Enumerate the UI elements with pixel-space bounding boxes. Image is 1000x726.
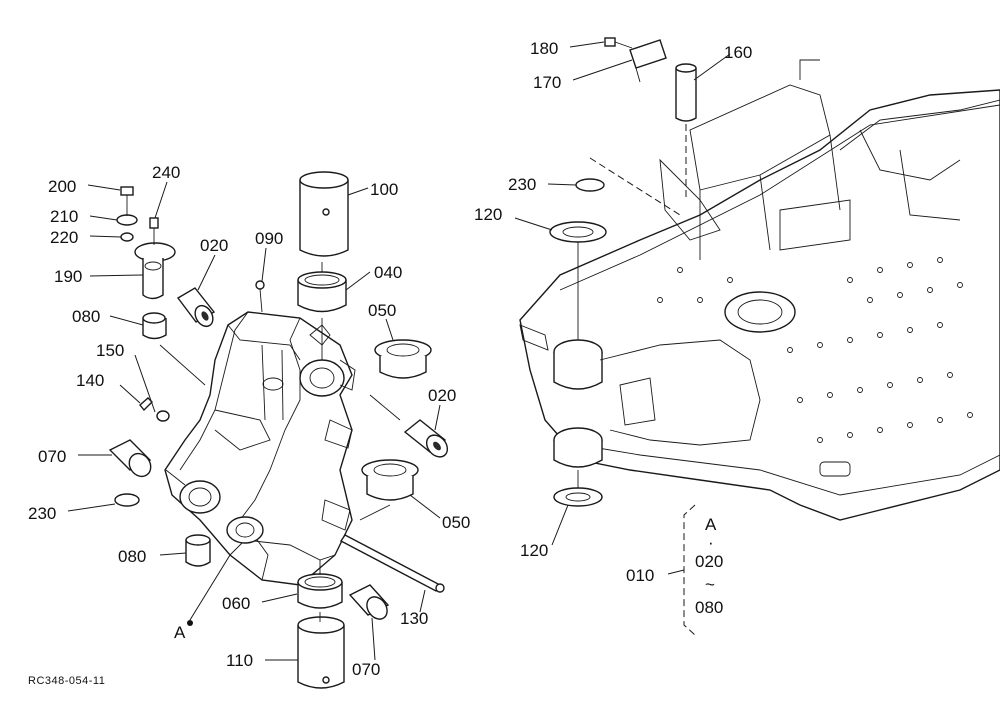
part-180-bolt: [604, 37, 633, 49]
part-080-bushing-lower: [185, 534, 211, 567]
main-frame-assembly: [519, 37, 1000, 521]
part-120-shim-lower: [553, 487, 603, 507]
label-080-lower: 080: [118, 547, 146, 566]
part-240-grease-nipple: [149, 217, 159, 240]
label-230-right: 230: [508, 175, 536, 194]
part-020-bushing-lower: [403, 419, 449, 458]
label-110: 110: [226, 651, 253, 670]
bracket-note-line3: 020: [695, 552, 723, 571]
swing-bracket-assembly: [108, 171, 449, 689]
label-070-right: 070: [352, 660, 380, 679]
label-240: 240: [152, 163, 180, 182]
label-170: 170: [533, 73, 561, 92]
bracket-010: [683, 504, 696, 636]
part-160-pin: [675, 63, 697, 200]
part-100-pin: [299, 171, 349, 257]
part-070-bushing-right: [348, 584, 390, 620]
label-040: 040: [374, 263, 402, 282]
label-160: 160: [724, 43, 752, 62]
part-120-shim-upper: [549, 221, 607, 243]
leader-lines: [67, 41, 731, 661]
label-190: 190: [54, 267, 82, 286]
part-150-washer: [156, 410, 170, 422]
part-220-lock-washer: [120, 232, 134, 242]
label-130: 130: [400, 609, 428, 628]
label-020-upper: 020: [200, 236, 228, 255]
label-a-point: A: [174, 623, 186, 642]
part-080-bushing-upper: [142, 312, 167, 340]
label-220: 220: [50, 228, 78, 247]
label-090: 090: [255, 229, 283, 248]
part-230-washer-left: [114, 493, 140, 507]
label-140: 140: [76, 371, 104, 390]
part-060-bushing: [297, 573, 343, 609]
label-180: 180: [530, 39, 558, 58]
label-070-left: 070: [38, 447, 66, 466]
reference-code: RC348-054-11: [28, 675, 105, 687]
label-050-upper: 050: [368, 301, 396, 320]
part-190-pin: [134, 242, 176, 300]
label-080-upper: 080: [72, 307, 100, 326]
label-120-lower: 120: [520, 541, 548, 560]
frame-bolt-holes: [657, 257, 973, 443]
part-130-long-pin: [339, 534, 445, 593]
part-210-washer: [116, 214, 138, 226]
assembly-axis-lines: [126, 206, 401, 622]
label-200: 200: [48, 177, 76, 196]
part-170-lock-plate: [629, 39, 667, 83]
label-010: 010: [626, 566, 654, 585]
label-100: 100: [370, 180, 398, 199]
label-060: 060: [222, 594, 250, 613]
swing-bracket-body: [164, 311, 356, 586]
part-110-pin: [297, 616, 345, 689]
label-050-lower: 050: [442, 513, 470, 532]
point-a-marker: [187, 620, 193, 626]
part-040-bushing: [297, 271, 347, 313]
label-150: 150: [96, 341, 124, 360]
part-050-thrust-lower: [361, 459, 419, 501]
bracket-note-line1: A: [705, 515, 717, 534]
part-070-bushing-left: [108, 439, 152, 478]
part-090-grease-nipple: [255, 280, 265, 313]
part-labels: 200 240 210 220 190 080 020 090 100 040 …: [28, 39, 752, 679]
part-020-bushing-upper: [176, 287, 216, 328]
part-050-thrust-upper: [374, 339, 432, 379]
bracket-note: A · 020 ~ 080: [695, 515, 723, 617]
part-230-washer-right: [575, 178, 605, 192]
bracket-note-line5: 080: [695, 598, 723, 617]
bracket-note-line4: ~: [705, 575, 715, 594]
bracket-note-line2: ·: [708, 533, 714, 552]
label-020-lower: 020: [428, 386, 456, 405]
label-230-left: 230: [28, 504, 56, 523]
label-120-upper: 120: [474, 205, 502, 224]
label-210: 210: [50, 207, 78, 226]
part-200-bolt: [120, 186, 134, 206]
